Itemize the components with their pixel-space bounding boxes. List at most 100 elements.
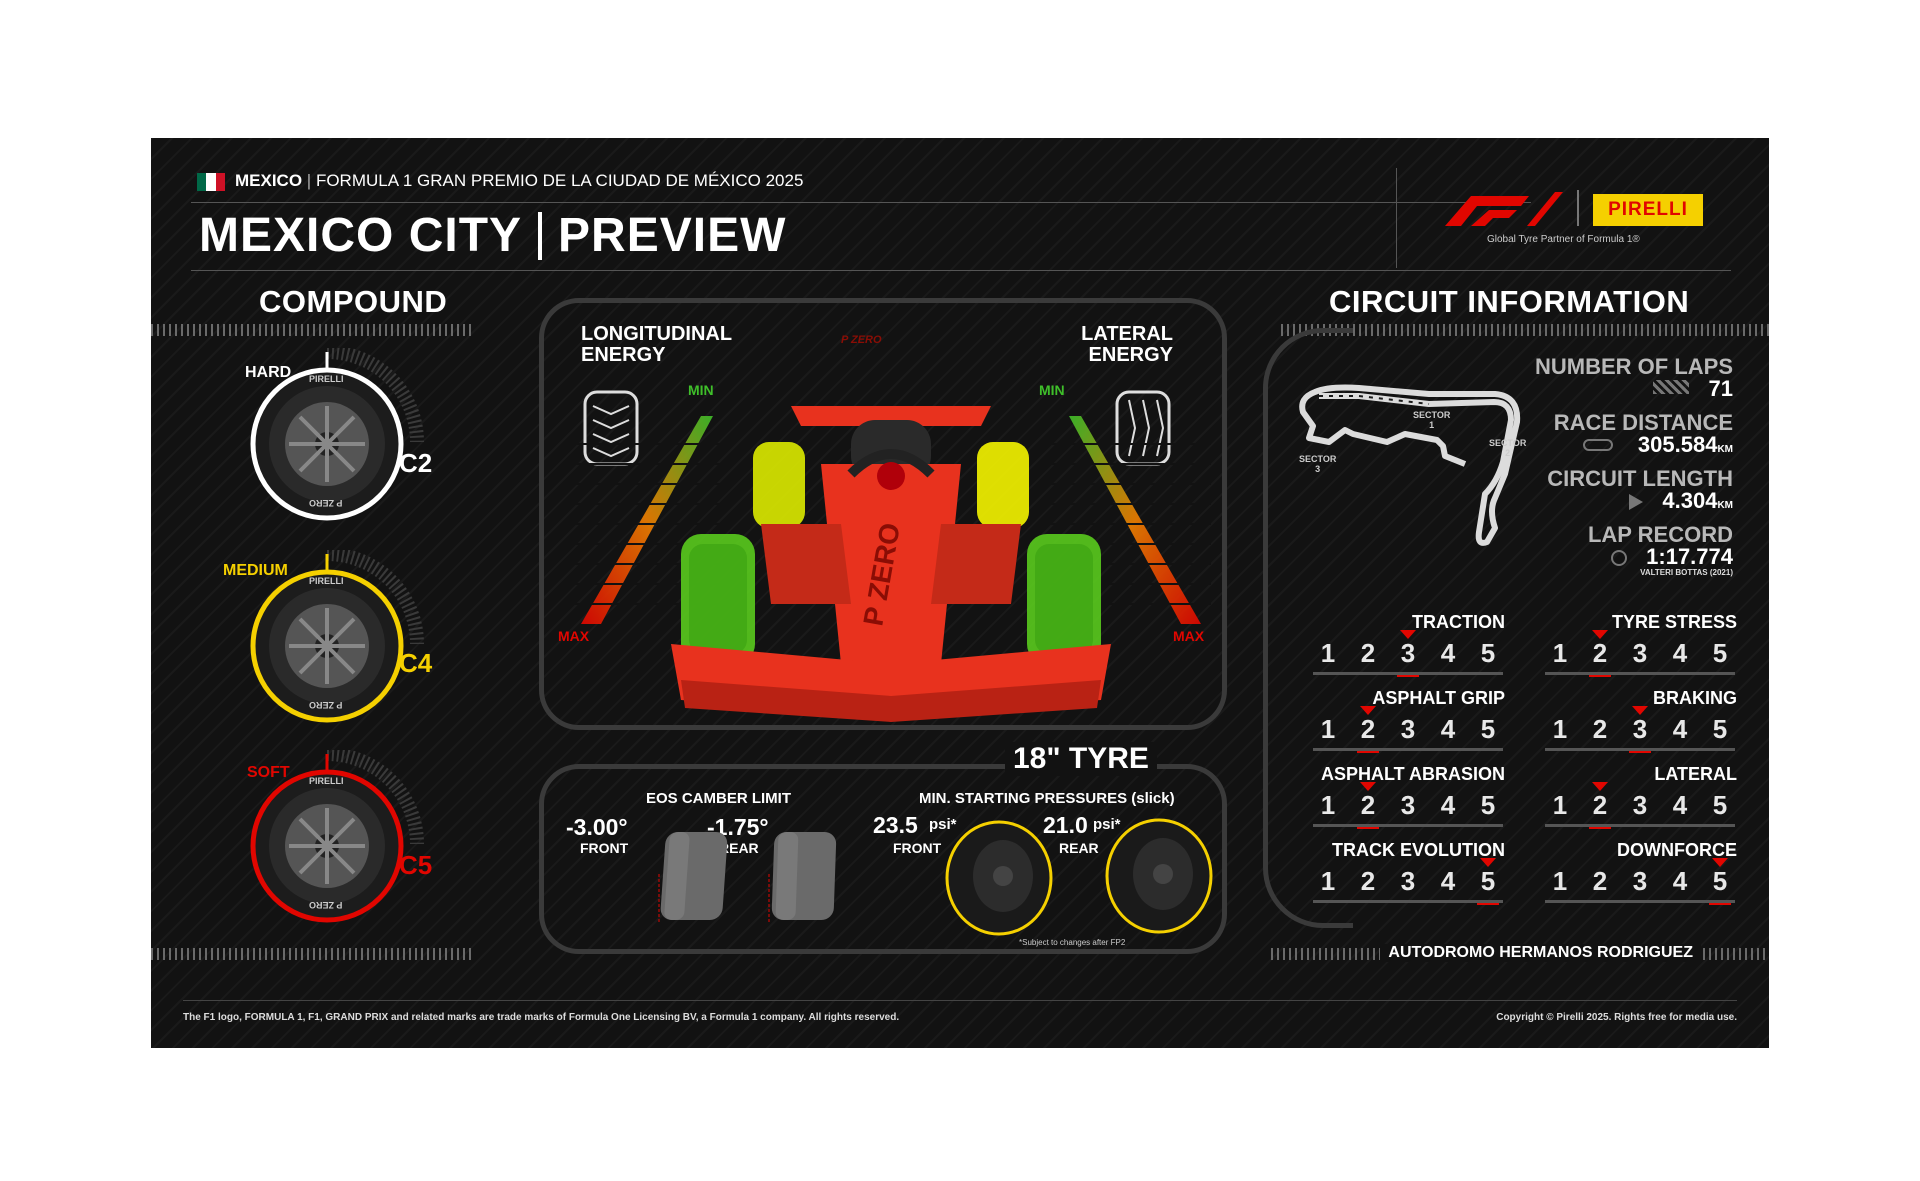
rating-digit-selected: 3 <box>1625 706 1655 753</box>
compound-ticks-top <box>151 324 471 336</box>
rating-digit: 5 <box>1712 638 1728 668</box>
rating-digit: 5 <box>1480 790 1496 820</box>
distance-value: 305.584 <box>1637 432 1718 457</box>
rating-digit-selected: 3 <box>1393 630 1423 677</box>
medium-sidewall-brand: PIRELLI <box>309 576 344 586</box>
rating-label-tyre-stress: TYRE STRESS <box>1611 612 1737 632</box>
rating-digit: 2 <box>1592 714 1608 744</box>
rating-label-downforce: DOWNFORCE <box>1617 840 1737 860</box>
rating-digit-selected: 2 <box>1353 782 1383 829</box>
rating-digit: 3 <box>1400 790 1416 820</box>
distance-icon <box>1583 439 1613 451</box>
laps-value: 71 <box>1708 376 1733 401</box>
pirelli-logo-text: PIRELLI <box>1608 199 1688 220</box>
city-title: MEXICO CITY <box>199 209 523 262</box>
circuit-frame <box>1263 328 1353 928</box>
rating-digit: 4 <box>1672 638 1688 668</box>
rating-digit: 2 <box>1360 866 1376 896</box>
f1-logo: F1 <box>1431 190 1563 226</box>
camber-title: EOS CAMBER LIMIT <box>646 790 791 807</box>
length-row: 4.304KM <box>1662 488 1733 514</box>
footer-trademark: The F1 logo, FORMULA 1, F1, GRAND PRIX a… <box>183 1012 900 1023</box>
tyre-code-hard: C2 <box>399 448 433 478</box>
pressure-tyres-graphic <box>945 818 1213 936</box>
rating-digit-selected: 2 <box>1353 706 1383 753</box>
logo-separator <box>1577 190 1579 226</box>
pressure-note: *Subject to changes after FP2 <box>1019 938 1126 947</box>
distance-label: RACE DISTANCE <box>1553 410 1733 435</box>
rating-label-lateral: LATERAL <box>1654 764 1737 784</box>
length-value: 4.304 <box>1662 488 1718 513</box>
camber-front-label: FRONT <box>580 840 629 856</box>
rating-digit-selected: 2 <box>1585 630 1615 677</box>
pressure-front-unit: psi* <box>929 816 957 833</box>
soft-sidewall-text: P ZERO <box>309 900 343 910</box>
infographic-card: MEXICO | FORMULA 1 GRAN PREMIO DE LA CIU… <box>151 138 1769 1048</box>
energy-panel-frame <box>539 298 1227 730</box>
rating-digit: 4 <box>1440 714 1456 744</box>
rating-digit: 3 <box>1632 790 1648 820</box>
footer-divider <box>183 1000 1737 1001</box>
chequered-flag-icon <box>1653 380 1689 394</box>
lateral-max-label: MAX <box>1173 628 1205 644</box>
longitudinal-tread-icon <box>583 390 639 466</box>
track-name: AUTODROMO HERMANOS RODRIGUEZ <box>1380 944 1701 962</box>
rating-base <box>1545 824 1735 827</box>
rating-digit-selected: 2 <box>1585 782 1615 829</box>
rating-digit: 2 <box>1592 866 1608 896</box>
rating-digit: 3 <box>1632 638 1648 668</box>
compound-ticks-bottom <box>151 948 471 960</box>
record-value: 1:17.774 <box>1646 544 1733 569</box>
rating-digit: 4 <box>1672 714 1688 744</box>
tyre-name-hard: HARD <box>245 364 292 381</box>
country-name: MEXICO <box>235 171 303 190</box>
hard-sidewall-text: P ZERO <box>309 498 343 508</box>
f1-logo-text: F1 <box>1431 190 1432 191</box>
longitudinal-min-label: MIN <box>688 382 714 398</box>
circuit-title: CIRCUIT INFORMATION <box>1329 284 1690 319</box>
rating-digit-selected: 5 <box>1705 858 1735 905</box>
hard-tyre-graphic <box>250 348 424 521</box>
tyre-info-panel-frame <box>539 764 1227 954</box>
distance-unit: KM <box>1717 444 1733 455</box>
rating-label-track-evolution: TRACK EVOLUTION <box>1332 840 1505 860</box>
tyre-code-medium: C4 <box>399 648 433 678</box>
sector-1-label: SECTOR 1 <box>1413 410 1451 430</box>
event-line: MEXICO | FORMULA 1 GRAN PREMIO DE LA CIU… <box>235 171 804 190</box>
rating-digit: 1 <box>1552 714 1568 744</box>
rating-digit: 1 <box>1320 790 1336 820</box>
rating-digit: 4 <box>1672 790 1688 820</box>
pirelli-logo: PIRELLI <box>1593 194 1703 226</box>
soft-tyre-graphic <box>250 750 424 923</box>
rating-digit: 1 <box>1320 714 1336 744</box>
track-map-graphic <box>1299 384 1521 546</box>
rating-digit: 1 <box>1552 866 1568 896</box>
rating-digit: 1 <box>1552 790 1568 820</box>
rating-base <box>1313 672 1503 675</box>
pressure-rear-unit: psi* <box>1093 816 1121 833</box>
partner-text: Global Tyre Partner of Formula 1® <box>1487 234 1640 245</box>
length-label: CIRCUIT LENGTH <box>1547 466 1733 491</box>
rating-digit: 1 <box>1320 638 1336 668</box>
rating-digit: 4 <box>1440 638 1456 668</box>
rating-base <box>1545 672 1735 675</box>
rating-base <box>1545 748 1735 751</box>
rating-digit: 3 <box>1400 714 1416 744</box>
rating-scale-asphalt-grip: 1 2 3 4 5 <box>1313 706 1503 753</box>
record-holder: VALTERI BOTTAS (2021) <box>1640 568 1733 577</box>
laps-label: NUMBER OF LAPS <box>1535 354 1733 379</box>
header-divider <box>191 202 1531 203</box>
tyre-code-soft: C5 <box>399 850 433 880</box>
lateral-energy-label: LATERAL ENERGY <box>1081 323 1173 366</box>
rating-base <box>1313 748 1503 751</box>
logo-divider <box>1396 168 1397 268</box>
record-label: LAP RECORD <box>1587 522 1733 547</box>
pressures-title: MIN. STARTING PRESSURES (slick) <box>919 790 1175 807</box>
rating-scale-lateral: 1 2 3 4 5 <box>1545 782 1735 829</box>
rating-scale-braking: 1 2 3 4 5 <box>1545 706 1735 753</box>
compound-title: COMPOUND <box>259 284 448 319</box>
medium-tyre-graphic <box>250 550 424 723</box>
rating-digit: 1 <box>1552 638 1568 668</box>
circuit-ticks-top <box>1281 324 1769 336</box>
preview-title: PREVIEW <box>558 209 787 262</box>
